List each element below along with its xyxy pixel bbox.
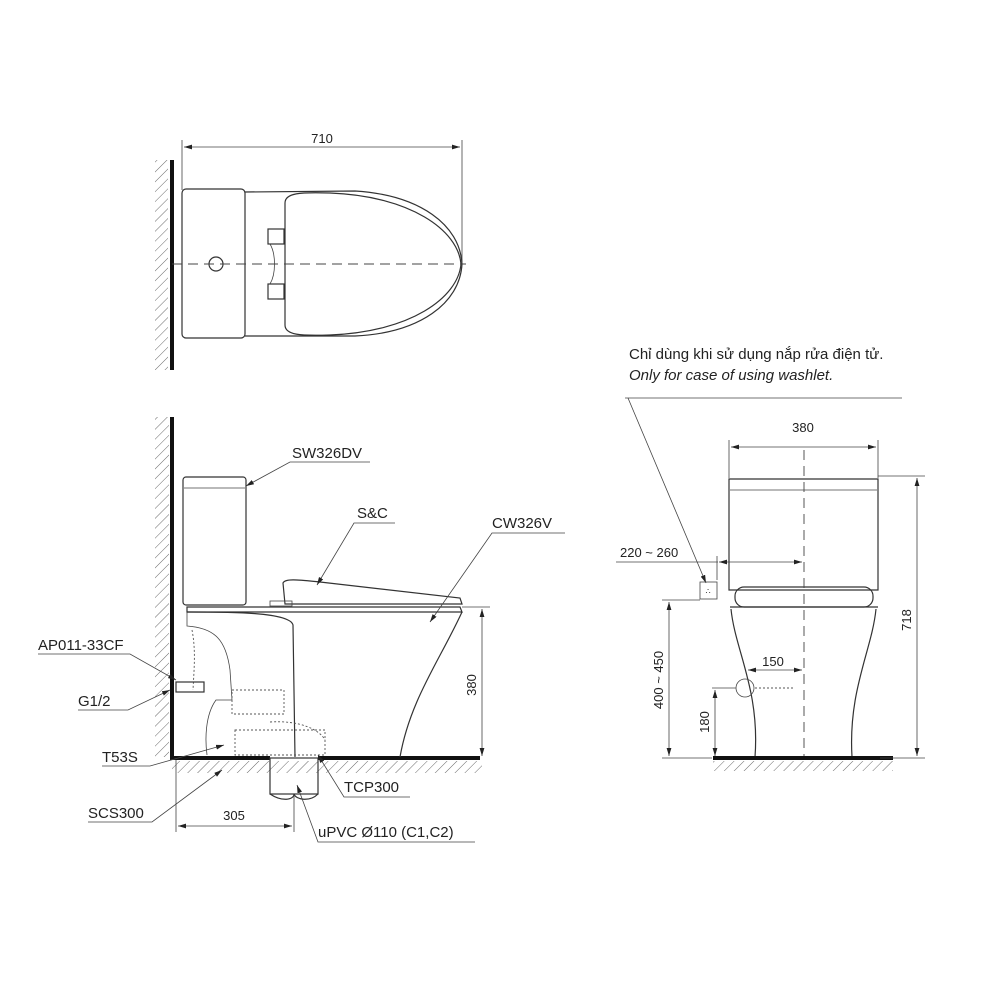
- label-tank: SW326DV: [292, 445, 362, 462]
- label-pipe: uPVC Ø110 (C1,C2): [318, 824, 454, 841]
- svg-text:∴: ∴: [705, 587, 710, 596]
- label-angle-valve: AP011-33CF: [38, 637, 124, 654]
- front-width-dim: 380: [792, 420, 814, 435]
- total-height-dim: 718: [899, 609, 914, 631]
- label-flange: SCS300: [88, 805, 144, 822]
- label-bowl: CW326V: [492, 515, 552, 532]
- rough-in-dim: 305: [223, 808, 245, 823]
- seat-height-dim: 380: [464, 674, 479, 696]
- label-gasket: TCP300: [344, 779, 399, 796]
- label-bolt: T53S: [102, 749, 138, 766]
- note-english: Only for case of using washlet.: [629, 367, 833, 384]
- front-view: Chỉ dùng khi sử dụng nắp rửa điện tử. On…: [616, 346, 925, 771]
- side-view: 380 305 SW326DV S&C CW326V AP011-33CF G1…: [38, 417, 565, 843]
- top-view: 710: [155, 131, 466, 370]
- note-vietnamese: Chỉ dùng khi sử dụng nắp rửa điện tử.: [629, 346, 883, 363]
- label-seat: S&C: [357, 505, 388, 522]
- top-width-dim: 710: [311, 131, 333, 146]
- supply-offset-dim: 150: [762, 654, 784, 669]
- outlet-offset-dim: 220 ~ 260: [620, 545, 678, 560]
- outlet-height-dim: 400 ~ 450: [651, 651, 666, 709]
- supply-height-dim: 180: [697, 711, 712, 733]
- label-thread: G1/2: [78, 693, 111, 710]
